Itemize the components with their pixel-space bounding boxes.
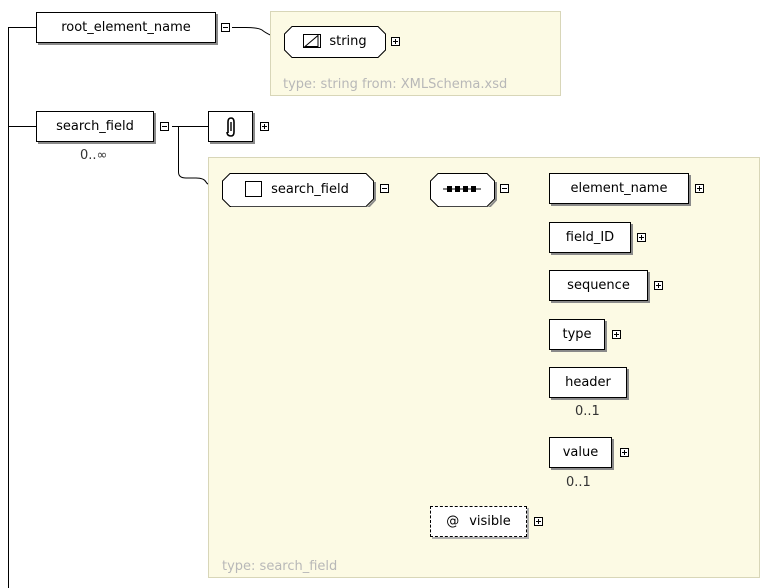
header-label: header xyxy=(565,375,611,390)
complex-type-icon xyxy=(245,181,263,197)
simple-type-icon xyxy=(303,34,322,48)
search-field-complex-label: search_field xyxy=(271,181,349,197)
annotation-node[interactable] xyxy=(208,111,253,142)
root-element-label: root_element_name xyxy=(61,20,191,35)
sequence-label: sequence xyxy=(567,278,630,293)
expand-string-type-toggle[interactable] xyxy=(391,37,400,46)
string-type-label: string xyxy=(329,33,367,49)
type-node[interactable]: type xyxy=(549,319,605,350)
search-field-node[interactable]: search_field xyxy=(36,111,154,142)
visible-attribute-node[interactable]: @ visible xyxy=(430,506,527,537)
octagon-shape xyxy=(430,173,497,207)
expand-value-toggle[interactable] xyxy=(620,448,629,457)
type-label: type xyxy=(562,327,592,342)
sequence-compositor-icon xyxy=(443,186,481,192)
field-id-label: field_ID xyxy=(565,230,615,245)
root-type-caption: type: string from: XMLSchema.xsd xyxy=(283,77,508,92)
sequence-node[interactable]: sequence xyxy=(549,270,648,301)
header-occurrence: 0..1 xyxy=(575,404,600,419)
element-name-label: element_name xyxy=(570,181,668,196)
value-label: value xyxy=(562,445,599,460)
value-node[interactable]: value xyxy=(549,437,612,468)
value-occurrence: 0..1 xyxy=(566,475,591,490)
expand-element-name-toggle[interactable] xyxy=(695,184,704,193)
search-field-complex-node[interactable]: search_field xyxy=(222,173,376,207)
expand-visible-attribute-toggle[interactable] xyxy=(534,517,543,526)
search-field-occurrence: 0..∞ xyxy=(80,148,108,163)
search-field-type-caption: type: search_field xyxy=(222,559,338,574)
field-id-node[interactable]: field_ID xyxy=(549,222,631,253)
expand-annotation-toggle[interactable] xyxy=(260,122,269,131)
expand-type-toggle[interactable] xyxy=(612,330,621,339)
attribute-at-icon: @ xyxy=(446,514,460,529)
sequence-compositor-node[interactable] xyxy=(430,173,497,207)
root-element-node[interactable]: root_element_name xyxy=(36,12,216,43)
expand-sequence-element-toggle[interactable] xyxy=(654,281,663,290)
expand-field-id-toggle[interactable] xyxy=(637,233,646,242)
element-name-node[interactable]: element_name xyxy=(549,173,689,204)
string-type-node[interactable]: string xyxy=(284,26,386,58)
search-field-label: search_field xyxy=(56,119,134,134)
collapse-search-field-complex-toggle[interactable] xyxy=(380,184,389,193)
collapse-sequence-toggle[interactable] xyxy=(500,184,509,193)
paperclip-icon xyxy=(225,116,235,137)
header-node[interactable]: header xyxy=(549,367,627,398)
visible-attribute-label: visible xyxy=(469,514,511,529)
collapse-search-field-toggle[interactable] xyxy=(160,122,169,131)
collapse-root-element-toggle[interactable] xyxy=(221,23,230,32)
